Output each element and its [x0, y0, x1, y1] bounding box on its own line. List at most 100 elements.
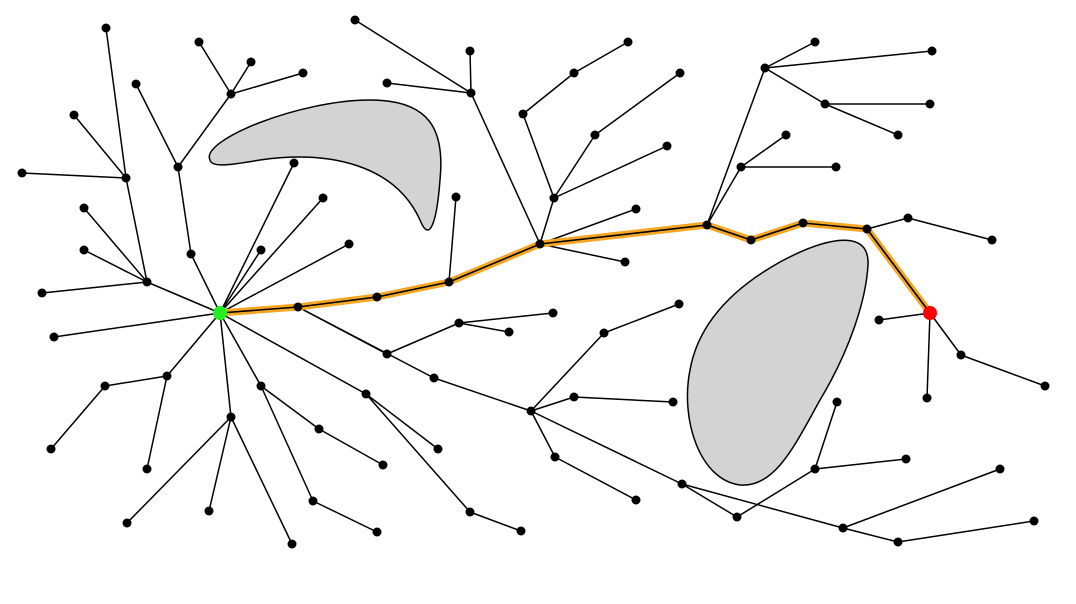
tree-node [832, 397, 842, 407]
tree-edge [198, 41, 232, 95]
tree-edge [842, 527, 899, 543]
tree-edge [522, 72, 575, 115]
tree-edge [530, 332, 605, 412]
tree-node [732, 512, 742, 522]
tree-node [922, 393, 932, 403]
tree-edge [83, 207, 148, 283]
obstacle-boomerang [208, 99, 442, 231]
tree-node [162, 371, 172, 381]
tree-edge [469, 511, 522, 532]
tree-node [677, 479, 687, 489]
tree-node [378, 460, 388, 470]
tree-node [121, 173, 131, 183]
tree-edge [681, 483, 738, 518]
tree-node [781, 130, 791, 140]
tree-edge [448, 196, 457, 283]
tree-nodes [17, 15, 1050, 549]
tree-node [1029, 516, 1039, 526]
tree-node [454, 318, 464, 328]
tree-edge [230, 416, 293, 545]
tree-node [736, 162, 746, 172]
tree-node [173, 162, 183, 172]
tree-node [987, 235, 997, 245]
tree-edge [929, 312, 962, 356]
tree-edge [365, 393, 439, 450]
tree-node [465, 507, 475, 517]
tree-node [550, 452, 560, 462]
tree-edge [146, 281, 221, 314]
tree-node [662, 141, 672, 151]
tree-edge [354, 19, 472, 94]
tree-edge [897, 520, 1035, 543]
tree-edge [365, 393, 471, 513]
tree-edge [458, 312, 554, 324]
tree-edge [219, 249, 262, 314]
tree-edge [105, 27, 127, 179]
tree-edge [41, 281, 148, 294]
tree-edge [458, 322, 510, 333]
tree-node [466, 88, 476, 98]
tree-node [226, 412, 236, 422]
tree-edge [539, 208, 637, 245]
tree-edge [219, 243, 350, 314]
tree-edge [573, 41, 629, 74]
tree-node [361, 389, 371, 399]
tree-node [186, 249, 196, 259]
tree-node [925, 99, 935, 109]
tree-edge [469, 50, 472, 94]
tree-node [382, 349, 392, 359]
tree-edge [219, 312, 367, 395]
tree-edge [219, 312, 262, 387]
tree-node [810, 464, 820, 474]
tree-edge [166, 312, 221, 377]
tree-edge [135, 83, 179, 168]
tree-edge [706, 166, 742, 226]
tree-node [226, 89, 236, 99]
tree-node [901, 454, 911, 464]
tree-edge [260, 385, 320, 430]
path-node [293, 302, 303, 312]
tree-edge [177, 93, 232, 168]
tree-node [204, 506, 214, 516]
tree-node [344, 239, 354, 249]
tree-edge [522, 113, 555, 199]
tree-node [122, 518, 132, 528]
tree-edge [73, 114, 127, 179]
tree-node [631, 204, 641, 214]
tree-edge [53, 312, 221, 338]
tree-node [504, 327, 514, 337]
tree-node [956, 350, 966, 360]
tree-edge [530, 410, 556, 458]
tree-edge [764, 50, 933, 69]
tree-node [465, 46, 475, 56]
tree-edge [386, 322, 460, 355]
tree-edge [681, 483, 844, 529]
start-node [213, 306, 227, 320]
tree-edge [83, 249, 148, 283]
tree-edge [190, 253, 221, 314]
tree-node [874, 315, 884, 325]
tree-edge [219, 312, 232, 418]
tree-node [69, 110, 79, 120]
tree-node [100, 381, 110, 391]
tree-node [287, 539, 297, 549]
tree-edge [553, 145, 668, 199]
tree-edge [764, 67, 826, 105]
tree-node [246, 57, 256, 67]
tree-node [314, 424, 324, 434]
tree-node [350, 15, 360, 25]
tree-edge [764, 41, 816, 69]
path-node [746, 235, 756, 245]
tree-node [17, 168, 27, 178]
tree-node [623, 37, 633, 47]
tree-edge [230, 61, 252, 95]
tree-node [548, 308, 558, 318]
tree-node [569, 68, 579, 78]
tree-edge [312, 500, 378, 533]
tree-edge [146, 375, 168, 470]
tree-node [674, 299, 684, 309]
path-node [535, 239, 545, 249]
tree-node [549, 193, 559, 203]
tree-node [451, 192, 461, 202]
tree-node [382, 78, 392, 88]
